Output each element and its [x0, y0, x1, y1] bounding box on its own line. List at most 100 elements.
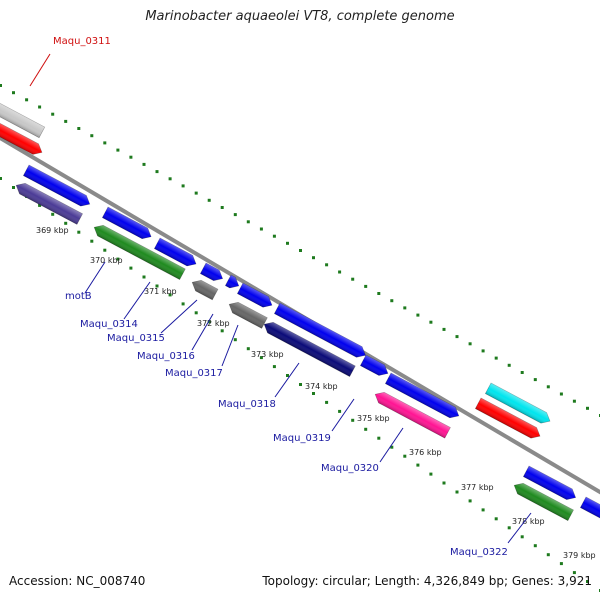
gene-label[interactable]: Maqu_0319 — [273, 433, 331, 444]
tick-dot — [338, 409, 342, 413]
tick-dot — [520, 535, 524, 539]
gene-feature-shading — [102, 207, 152, 239]
tick-dot — [286, 374, 289, 377]
gene-label[interactable]: Maqu_0317 — [165, 368, 223, 379]
gene-feature-shading — [274, 303, 366, 358]
tick-dot — [377, 292, 381, 295]
gene-label[interactable]: Maqu_0311 — [53, 36, 111, 47]
gene-feature[interactable] — [0, 98, 46, 139]
tick-dot — [142, 162, 146, 166]
kbp-tick-label: 369 kbp — [36, 226, 69, 235]
gene-label[interactable]: Maqu_0316 — [137, 351, 195, 362]
gene-label-leader — [123, 281, 151, 320]
gene-label[interactable]: Maqu_0314 — [80, 319, 138, 330]
gene-feature[interactable] — [91, 222, 186, 280]
gene-feature-shading — [229, 302, 268, 329]
tick-dot — [116, 148, 120, 152]
tick-dot — [572, 399, 576, 403]
tick-dot — [586, 580, 589, 583]
tick-dot — [468, 499, 472, 503]
gene-feature-shading — [485, 383, 550, 424]
tick-dot — [181, 184, 185, 188]
tick-dot — [116, 257, 120, 261]
tick-dot — [442, 481, 446, 485]
tick-dot — [586, 406, 589, 410]
gene-feature-shading — [360, 355, 388, 376]
tick-dot — [299, 249, 302, 252]
gene-feature[interactable] — [372, 389, 451, 439]
gene-feature[interactable] — [261, 319, 356, 377]
tick-dot — [351, 418, 355, 422]
gene-labels: Maqu_0311 motB Maqu_0314Maqu_0315Maqu_0316… — [29, 36, 532, 558]
gene-feature-shading — [200, 263, 223, 281]
gene-label[interactable]: motB — [65, 291, 92, 302]
gene-label-leader — [191, 313, 214, 351]
kbp-tick-label: 371 kbp — [144, 287, 177, 296]
tick-dot — [103, 248, 107, 252]
tick-dot — [168, 177, 172, 181]
tick-dot — [312, 392, 315, 395]
gene-feature[interactable] — [579, 496, 600, 526]
tick-dot — [390, 299, 394, 303]
gene-feature[interactable] — [474, 397, 542, 441]
tick-dot — [364, 284, 368, 288]
gene-label-leader — [29, 53, 51, 87]
gene-label-leader — [274, 362, 300, 398]
tick-dot — [155, 170, 159, 174]
gene-feature[interactable] — [273, 302, 368, 361]
tick-dot — [325, 263, 329, 267]
gene-feature-shading — [385, 373, 459, 418]
kbp-tick-label: 379 kbp — [563, 551, 596, 560]
tick-dot — [194, 191, 198, 195]
tick-dot — [12, 186, 15, 189]
tick-dot — [259, 356, 263, 360]
tick-dot — [77, 230, 81, 234]
tick-dot — [455, 335, 459, 339]
tick-dot — [325, 400, 329, 404]
gene-feature[interactable] — [236, 282, 274, 310]
gene-feature[interactable] — [511, 480, 574, 522]
tick-dot — [338, 270, 342, 274]
kbp-tick-label: 375 kbp — [357, 414, 390, 423]
gene-feature[interactable] — [0, 117, 45, 158]
gene-feature-shading — [375, 392, 451, 439]
gene-feature[interactable] — [224, 274, 241, 291]
tick-dot — [286, 241, 289, 245]
tick-dot — [416, 313, 420, 317]
tick-dot — [246, 347, 250, 351]
gene-label-leader — [331, 398, 355, 432]
tick-dot — [403, 454, 407, 458]
gene-feature-shading — [225, 275, 239, 288]
tick-dot — [481, 349, 485, 353]
tick-dot — [572, 571, 576, 575]
kbp-tick-label: 372 kbp — [197, 319, 230, 328]
gene-feature[interactable] — [484, 382, 552, 426]
tick-dot — [429, 472, 433, 476]
tick-dot — [181, 302, 185, 306]
gene-feature[interactable] — [199, 262, 225, 284]
gene-feature[interactable] — [22, 164, 92, 209]
gene-feature[interactable] — [522, 465, 578, 503]
kbp-tick-label: 373 kbp — [251, 350, 284, 359]
tick-dot — [207, 320, 211, 324]
gene-feature-shading — [23, 165, 90, 207]
tick-dot — [546, 553, 550, 557]
gene-feature[interactable] — [101, 206, 154, 242]
gene-feature[interactable] — [359, 354, 390, 379]
tick-dot — [455, 490, 459, 494]
tick-dot — [142, 275, 146, 279]
gene-feature[interactable] — [13, 180, 83, 225]
gene-feature[interactable] — [189, 277, 219, 301]
tick-dot — [507, 363, 511, 367]
gene-feature[interactable] — [226, 299, 268, 329]
gene-label[interactable]: Maqu_0318 — [218, 399, 276, 410]
gene-feature-shading — [523, 466, 576, 500]
gene-label[interactable]: Maqu_0315 — [107, 333, 165, 344]
tick-dot — [129, 155, 133, 159]
gene-feature[interactable] — [153, 237, 198, 269]
gene-label[interactable]: Maqu_0322 — [450, 547, 508, 558]
tick-dot — [155, 284, 159, 288]
gene-label[interactable]: Maqu_0320 — [321, 463, 379, 474]
gene-feature[interactable] — [384, 372, 461, 421]
kbp-tick-label: 377 kbp — [461, 483, 494, 492]
